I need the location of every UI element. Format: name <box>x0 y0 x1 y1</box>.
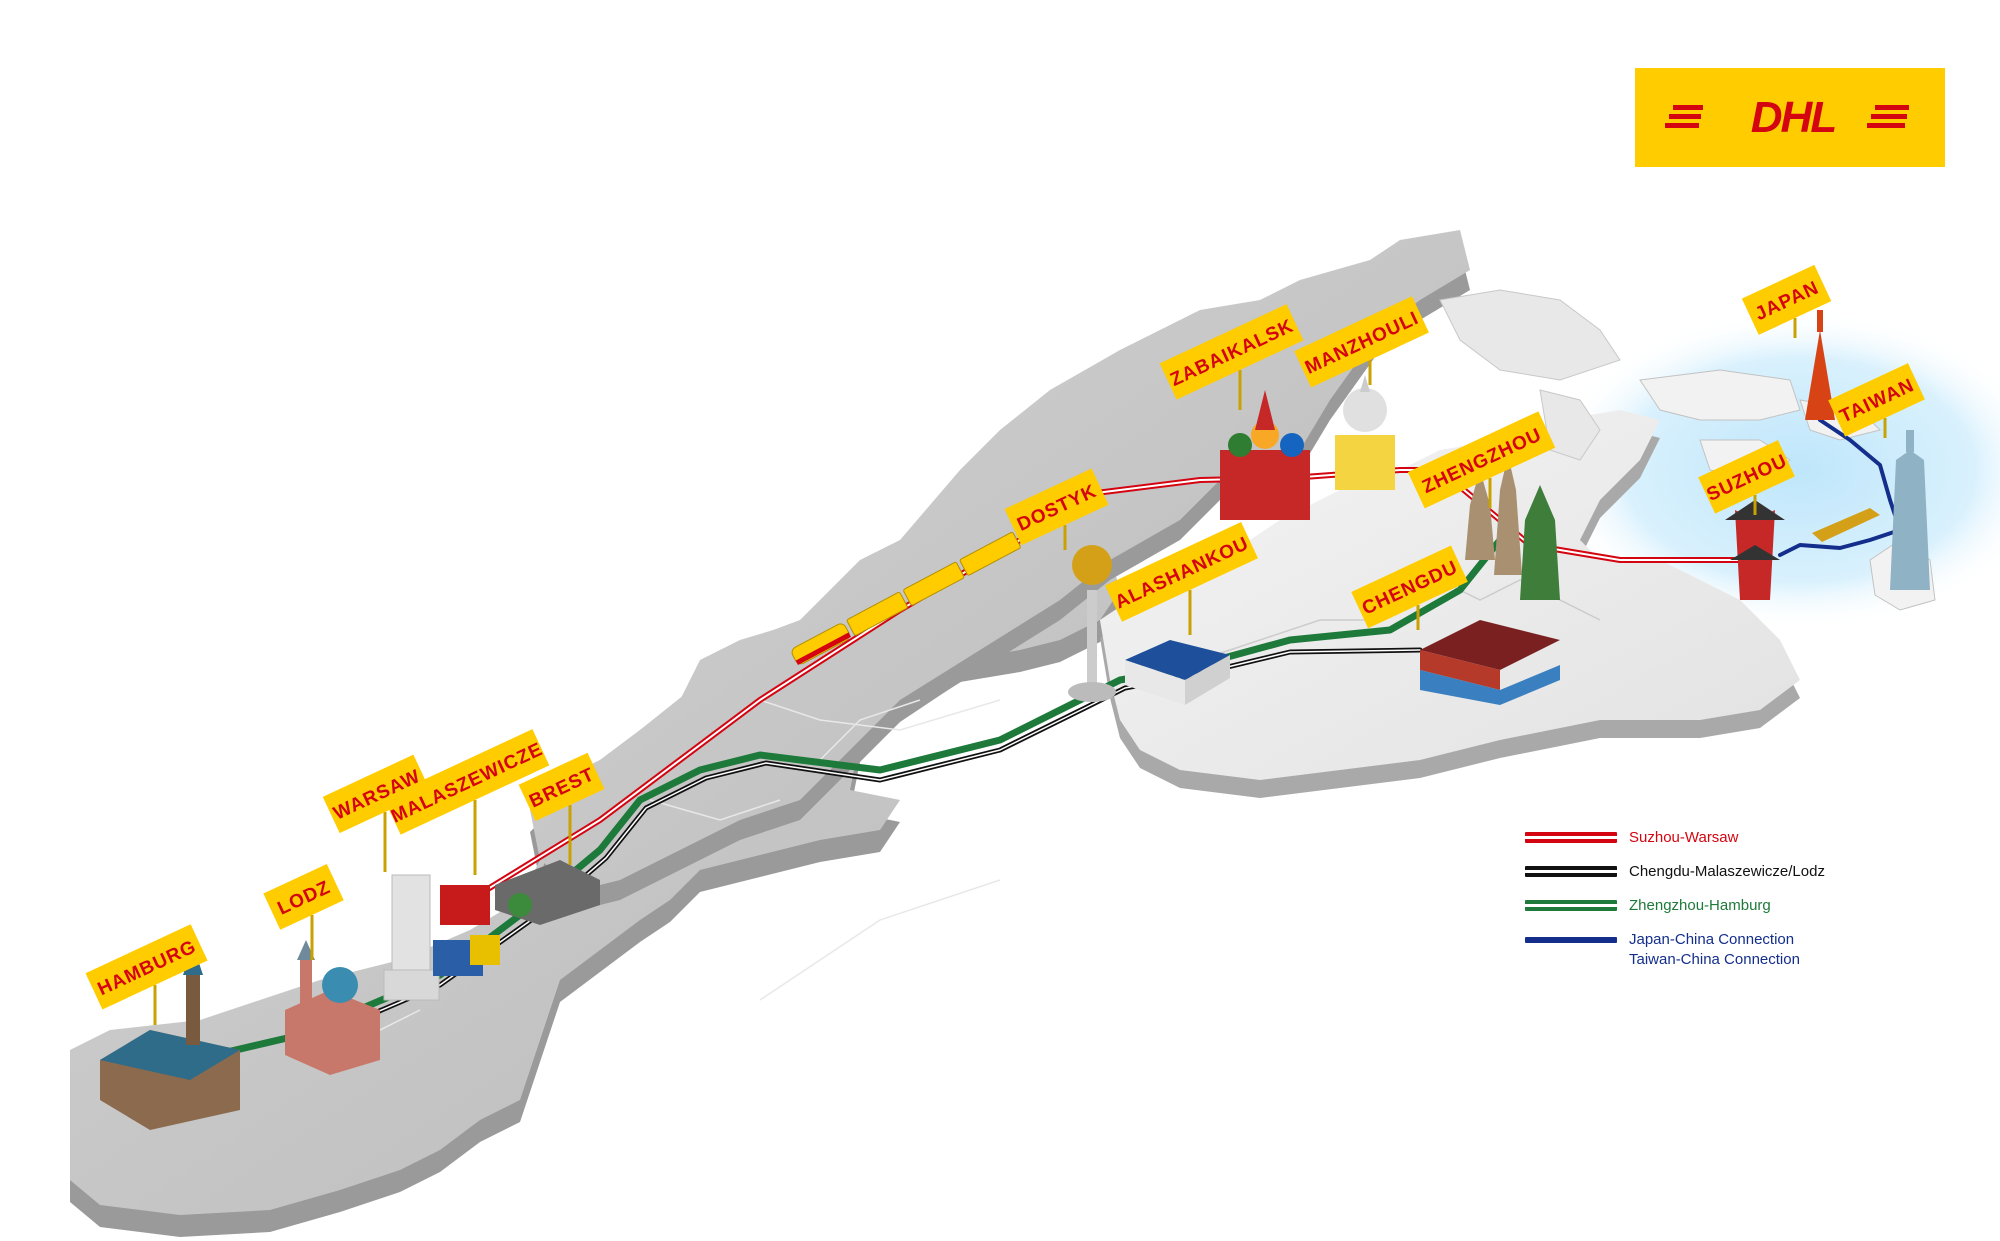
dhl-logo: DHL <box>1635 68 1945 167</box>
taipei-101-icon <box>1890 430 1930 590</box>
manzhouli-building-icon <box>1335 375 1395 490</box>
legend-item-zhengzhou-hamburg: Zhengzhou-Hamburg <box>1525 896 1965 916</box>
route-zhengzhou-hamburg <box>146 536 1504 1074</box>
dostyk-tower-icon <box>1068 545 1116 702</box>
landmark-icons <box>100 310 1930 1130</box>
cargo-ship-icon <box>1812 508 1880 542</box>
dhl-logo-text: DHL <box>1751 93 1836 142</box>
tokyo-tower-icon <box>1805 310 1835 420</box>
label-malaszewicze: MALASZEWICZE <box>383 729 550 875</box>
legend-item-suzhou-warsaw: Suzhou-Warsaw <box>1525 828 1965 848</box>
train-icon <box>791 531 1021 666</box>
legend-label: Chengdu-Malaszewicze/Lodz <box>1629 863 1825 880</box>
containers-icon <box>433 885 500 976</box>
chengdu-building-icon <box>1420 620 1560 705</box>
hamburg-city-hall-icon <box>100 945 240 1130</box>
legend-swatch-black <box>1525 866 1617 880</box>
legend-label: Suzhou-Warsaw <box>1629 829 1739 846</box>
route-legend: Suzhou-Warsaw Chengdu-Malaszewicze/Lodz … <box>1525 828 1965 984</box>
legend-label: Zhengzhou-Hamburg <box>1629 897 1771 914</box>
brest-terminal-icon <box>495 860 600 925</box>
legend-item-chengdu: Chengdu-Malaszewicze/Lodz <box>1525 862 1965 882</box>
lodz-church-icon <box>285 940 380 1075</box>
legend-swatch-blue <box>1525 934 1617 948</box>
legend-swatch-green <box>1525 900 1617 914</box>
zabaikalsk-cathedral-icon <box>1220 390 1310 520</box>
alashankou-station-icon <box>1125 640 1230 705</box>
dhl-logo-mark: DHL <box>1665 93 1909 142</box>
zhengzhou-pagoda-icon <box>1465 455 1560 600</box>
legend-swatch-red <box>1525 832 1617 846</box>
legend-label: Japan-China Connection Taiwan-China Conn… <box>1629 931 1800 968</box>
legend-item-japan-taiwan: Japan-China Connection Taiwan-China Conn… <box>1525 930 1965 970</box>
warsaw-palace-icon <box>383 874 440 1001</box>
